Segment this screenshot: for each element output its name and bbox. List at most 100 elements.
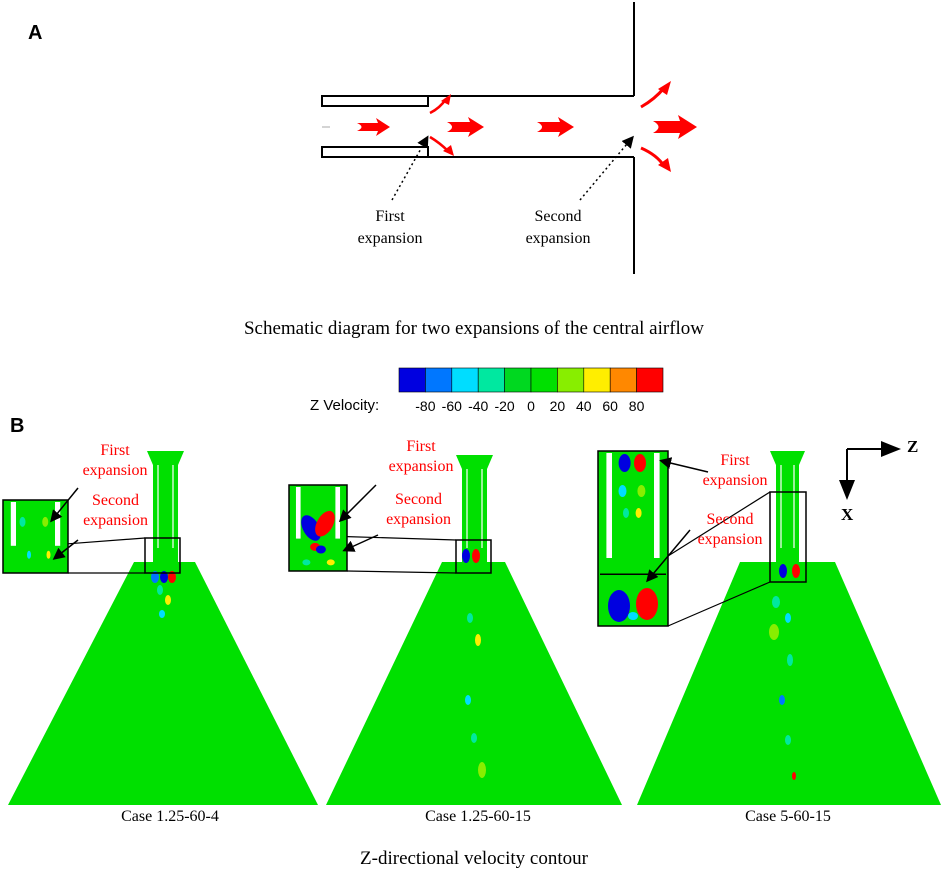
vortex-spot	[792, 772, 796, 780]
colorbar-swatch	[451, 367, 479, 393]
colorbar-tick-label: 0	[527, 398, 535, 414]
colorbar-swatch	[398, 367, 426, 393]
vortex-spot	[769, 624, 779, 640]
colorbar-swatch	[504, 367, 532, 393]
colorbar-swatch	[477, 367, 505, 393]
case1-second-expansion-label: Second expansion	[73, 491, 158, 531]
contour-case-1	[2, 451, 318, 805]
vortex-spot	[478, 762, 486, 778]
schematic-ducts	[321, 2, 635, 274]
callout-arrow	[50, 487, 79, 523]
callout-arrow	[52, 539, 79, 560]
vortex-spot	[772, 596, 780, 608]
vortex-spot	[159, 610, 165, 618]
callout-arrow	[342, 534, 379, 552]
case3-second-expansion-label: Second expansion	[685, 510, 775, 550]
second-expansion-pointer	[579, 135, 634, 201]
contour-case-3	[597, 450, 941, 805]
vortex-spot	[475, 634, 481, 646]
vortex-spot	[165, 595, 171, 605]
velocity-field	[326, 562, 622, 805]
case2-second-expansion-label: Second expansion	[376, 490, 461, 530]
axis-x-label: X	[841, 505, 854, 524]
inset-wall	[606, 453, 612, 558]
vortex-spot	[462, 549, 470, 563]
flow-arrow-icon	[429, 135, 449, 152]
vortex-spot	[168, 571, 176, 583]
second-expansion-line1: Second	[534, 208, 582, 225]
callout-arrow	[659, 457, 709, 473]
first-expansion-line1: First	[375, 208, 405, 225]
flow-arrow-icon	[653, 115, 697, 139]
vortex-spot	[157, 585, 163, 595]
colorbar-swatch	[557, 367, 585, 393]
first-expansion-label: First expansion	[345, 206, 435, 250]
case2-second-line1: Second	[394, 491, 443, 508]
zoom-box	[144, 537, 181, 574]
colorbar-tick-label: 40	[576, 398, 592, 414]
axis-z-label: Z	[907, 437, 919, 456]
case3-first-line1: First	[720, 452, 750, 469]
case1-second-line2: expansion	[83, 512, 148, 529]
callout-arrow	[646, 529, 691, 583]
zoom-connector	[346, 536, 457, 541]
case2-first-expansion-label: First expansion	[381, 437, 461, 477]
case3-first-line2: expansion	[702, 472, 768, 489]
case2-first-line2: expansion	[388, 458, 454, 475]
case2-label: Case 1.25-60-15	[425, 808, 531, 825]
vortex-spot	[160, 571, 168, 583]
flow-arrow-icon	[537, 117, 574, 137]
first-expansion-pointer	[391, 135, 429, 201]
colorbar-tick-label: -80	[415, 398, 436, 414]
nozzle-pipe	[776, 451, 799, 568]
inset-wall	[10, 502, 16, 546]
inset-wall	[55, 502, 61, 546]
case1-first-expansion-label: First expansion	[75, 441, 155, 481]
panel-a-letter: A	[28, 22, 43, 44]
vortex-spot	[471, 733, 477, 743]
zoom-connector	[67, 537, 146, 545]
vortex-spot	[465, 695, 471, 705]
colorbar-swatch	[425, 367, 453, 393]
axis-indicator	[839, 441, 901, 500]
second-expansion-line2: expansion	[525, 230, 591, 247]
second-expansion-label: Second expansion	[508, 206, 608, 250]
velocity-field	[8, 562, 318, 805]
callout-arrow	[338, 484, 377, 523]
vortex-spot	[779, 695, 785, 705]
vortex-spot	[787, 654, 793, 666]
inset-wall	[654, 453, 660, 558]
colorbar-swatch	[636, 367, 664, 393]
colorbar-swatch	[583, 367, 611, 393]
case1-first-line2: expansion	[82, 462, 148, 479]
case1-first-line1: First	[100, 442, 130, 459]
colorbar-swatch	[609, 367, 637, 393]
vortex-spot	[151, 571, 159, 583]
case1-second-line1: Second	[91, 492, 140, 509]
colorbar-swatches	[398, 367, 664, 393]
zoom-box	[455, 539, 492, 574]
colorbar-tick-label: 60	[602, 398, 618, 414]
zoom-connector	[667, 491, 771, 557]
vortex-spot	[779, 564, 787, 578]
colorbar-title: Z Velocity:	[310, 397, 380, 414]
colorbar-tick-label: -40	[468, 398, 489, 414]
vortex-spot	[467, 613, 473, 623]
vortex-spot	[472, 549, 480, 563]
inset-wall	[295, 487, 301, 539]
case3-first-expansion-label: First expansion	[695, 451, 775, 491]
colorbar-tick-label: -60	[441, 398, 462, 414]
colorbar-tick-label: 20	[549, 398, 566, 414]
contour-case-2	[288, 455, 622, 805]
flow-arrow-icon	[640, 87, 666, 109]
case3-second-line2: expansion	[697, 531, 763, 548]
panel-a-caption: Schematic diagram for two expansions of …	[243, 318, 705, 339]
flow-arrow-icon	[447, 117, 484, 137]
inset-wall	[335, 487, 341, 539]
case3-second-line1: Second	[706, 511, 754, 528]
colorbar-swatch	[530, 367, 558, 393]
panel-b-caption: Z-directional velocity contour	[360, 848, 588, 869]
nozzle-pipe	[153, 451, 178, 568]
case2-second-line2: expansion	[386, 511, 451, 528]
